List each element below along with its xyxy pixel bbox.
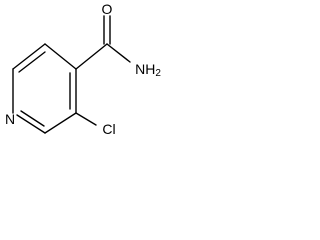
bond-c6-n1-double <box>20 110 45 127</box>
pyridine-ring <box>12 43 77 134</box>
chloro-group <box>75 112 97 126</box>
chlorine-label: Cl <box>102 121 115 137</box>
ring-nitrogen-label: N <box>5 111 15 127</box>
bond-c2-c3-double <box>18 51 46 73</box>
oxygen-label: O <box>102 1 113 17</box>
bond-c6-n1 <box>16 114 46 134</box>
chemical-structure: O NH2 N Cl <box>5 1 161 137</box>
bond-carbonyl-n <box>106 43 131 63</box>
amide-nh2-label: NH2 <box>135 61 161 79</box>
bond-c5-c6 <box>44 112 77 134</box>
carboxamide-group <box>75 15 131 70</box>
bond-c4-carbonyl <box>75 43 108 70</box>
bond-c3-c4 <box>44 43 77 70</box>
bond-c5-cl <box>75 112 97 126</box>
bond-c2-c3 <box>12 43 46 70</box>
